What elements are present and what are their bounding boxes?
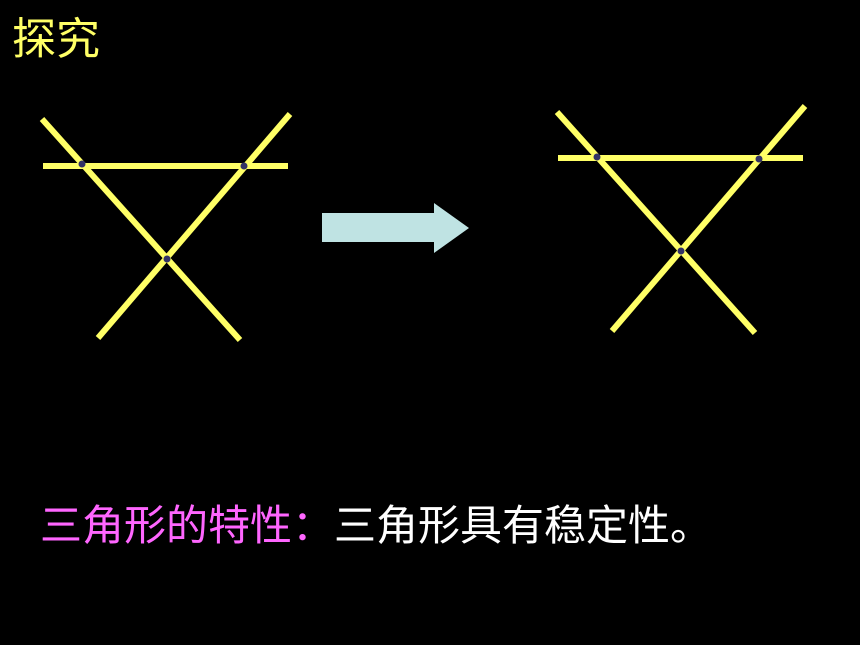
joint-pin [755, 155, 763, 163]
joint-pin [163, 255, 171, 263]
stick-left-diagonal [554, 109, 758, 336]
stick-right-diagonal [609, 104, 808, 333]
joint-pin [78, 160, 86, 168]
joint-pin [593, 153, 601, 161]
joint-pin [240, 162, 248, 170]
property-text: 三角形具有稳定性。 [334, 501, 713, 550]
stick-frame-after [554, 104, 808, 336]
stick-left-diagonal [39, 116, 243, 343]
joint-pin [677, 247, 685, 255]
right-arrow [322, 203, 469, 253]
stick-right-diagonal [95, 112, 293, 340]
stick-frame-before [39, 112, 293, 343]
property-label: 三角形的特性： [40, 501, 335, 550]
property-statement: 三角形的特性：三角形具有稳定性。 [40, 496, 712, 556]
heading: 探究 [12, 14, 100, 65]
